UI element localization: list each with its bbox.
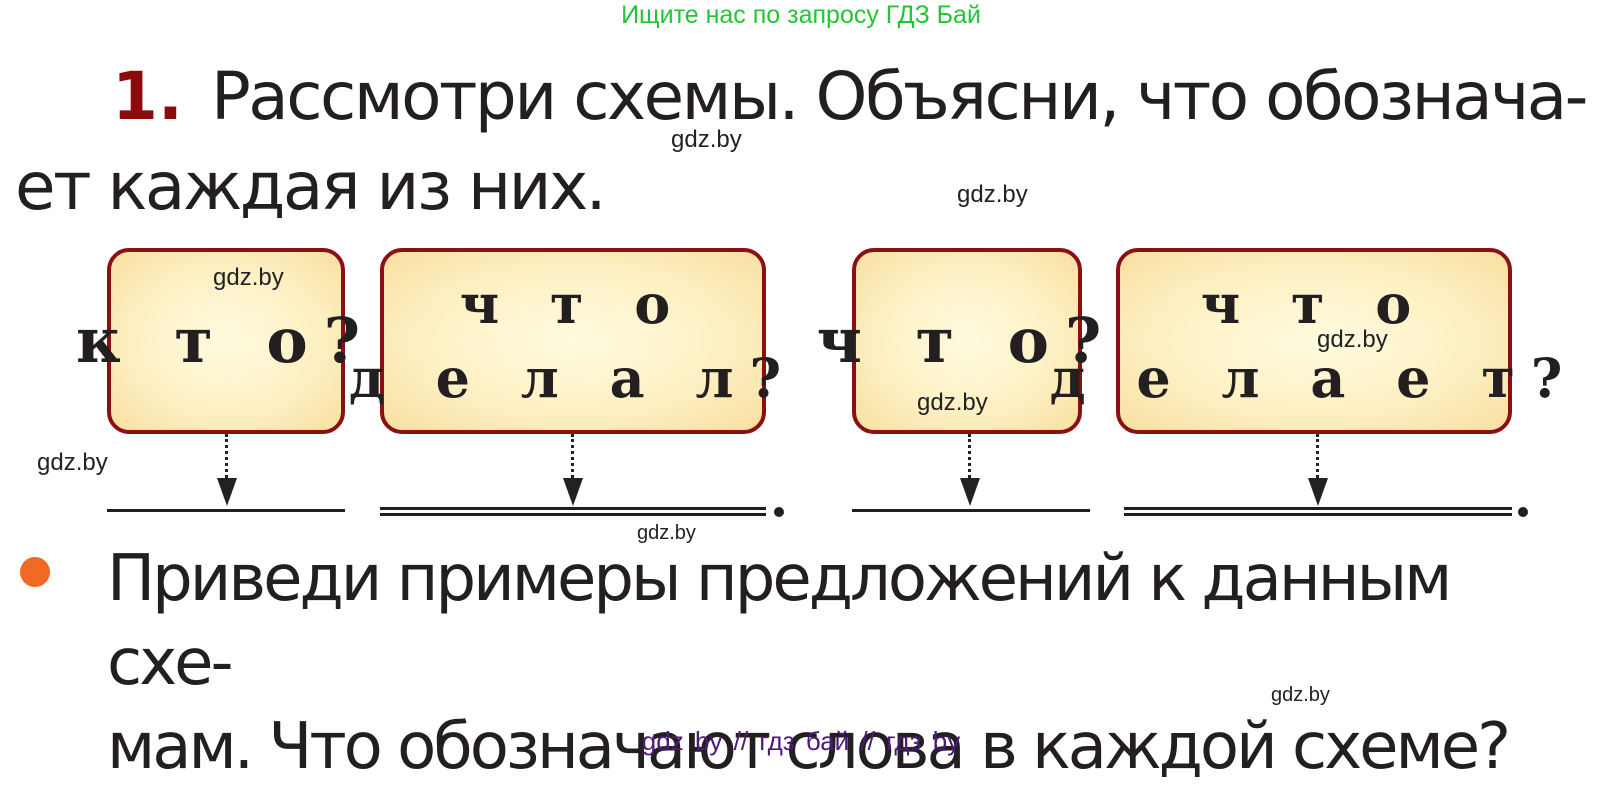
heading-line-2: ет каждая из них. — [15, 148, 607, 225]
task-line-1: Приведи примеры предложений к данным схе… — [107, 542, 1452, 700]
watermark: gdz.by — [671, 126, 742, 153]
single-underline — [852, 509, 1090, 512]
heading-text-1: Рассмотри схемы. Объясни, что обознача- — [211, 58, 1589, 135]
double-underline — [380, 507, 766, 516]
exercise-heading: 1. Рассмотри схемы. Объясни, что обознача… — [15, 52, 1595, 232]
watermark: gdz.by — [1271, 684, 1330, 706]
scheme-card-what-does: ч т о д е л а е т? — [1050, 248, 1562, 434]
down-arrow-icon — [1308, 434, 1328, 506]
task-text: Приведи примеры предложений к данным схе… — [107, 537, 1587, 789]
watermark: gdz.by — [37, 449, 108, 476]
scheme-card-what-did: ч т о д е л а л? — [349, 248, 781, 434]
task-line-2: мам. Что обозначают слова в каждой схеме… — [107, 710, 1511, 784]
end-dot-icon — [774, 507, 784, 517]
double-underline — [1124, 507, 1512, 516]
scheme-question-line-2: д е л а л? — [348, 346, 798, 410]
scheme-question-line-2: д е л а е т? — [1049, 346, 1579, 410]
watermark: gdz.by — [917, 389, 988, 416]
scheme-question-line-1: ч т о — [1200, 272, 1428, 336]
end-dot-icon — [1518, 507, 1528, 517]
down-arrow-icon — [563, 434, 583, 506]
heading-line-1: 1. Рассмотри схемы. Объясни, что обознача… — [15, 52, 1595, 142]
scheme-question: ч т о? — [816, 304, 1118, 377]
footer-watermark: gdz by // гдз бай // гдз by — [641, 726, 961, 756]
bullet-icon — [20, 557, 50, 587]
watermark: gdz.by — [957, 181, 1028, 208]
down-arrow-icon — [217, 434, 237, 506]
down-arrow-icon — [960, 434, 980, 506]
single-underline — [107, 509, 345, 512]
exercise-number: 1. — [112, 58, 183, 135]
scheme-card-what: ч т о? — [817, 248, 1101, 434]
scheme-card-who: к т о? — [76, 248, 360, 434]
scheme-question: к т о? — [75, 304, 377, 377]
scheme-question-line-1: ч т о — [459, 272, 687, 336]
watermark: gdz.by — [637, 522, 696, 544]
watermark: gdz.by — [213, 264, 284, 291]
search-banner: Ищите нас по запросу ГДЗ Бай — [621, 1, 981, 29]
watermark: gdz.by — [1317, 326, 1388, 353]
